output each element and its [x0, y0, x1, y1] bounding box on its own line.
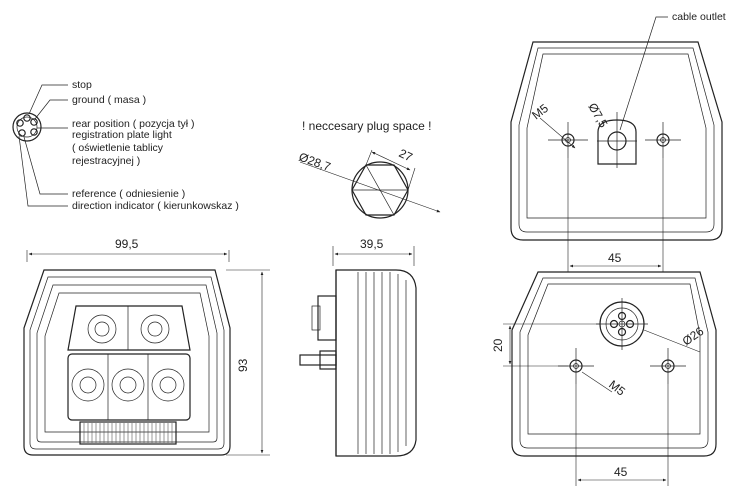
cable-outlet-label: cable outlet: [672, 11, 726, 23]
thread-label-top: M5: [529, 101, 551, 122]
pin-rear-position: [30, 128, 38, 136]
label-plate-light-pl-1: ( oświetlenie tablicy: [72, 142, 164, 154]
pin-reference: [16, 119, 24, 127]
label-rear-position: rear position ( pozycja tył ): [72, 118, 195, 130]
thread-label-bottom: M5: [606, 377, 628, 398]
outlet-diameter-label: Ø7,5: [585, 101, 610, 131]
plug-socket-circle: [12, 112, 42, 142]
pin-ground: [30, 118, 38, 126]
back-view-bottom: Ø26 20 M5 45: [491, 271, 717, 486]
label-direction: direction indicator ( kierunkowskaz ): [72, 200, 239, 212]
side-view: 39,5: [299, 237, 417, 457]
pin-direction: [18, 129, 26, 137]
front-height-dim: 93: [236, 358, 250, 372]
pinout-diagram: stop ground ( masa ) rear position ( poz…: [12, 79, 239, 212]
spacing-bottom-dim: 45: [614, 465, 628, 479]
offset-dim: 20: [491, 338, 505, 352]
label-plate-light-pl-2: rejestracyjnej ): [72, 155, 140, 167]
back-view-top: cable outlet M5 Ø7,5 45: [510, 11, 726, 272]
spacing-top-dim: 45: [608, 251, 622, 265]
plug-across-flats: 27: [397, 146, 415, 164]
front-width-dim: 99,5: [115, 237, 139, 251]
label-plate-light: registration plate light: [72, 129, 172, 141]
plug-note: ! neccesary plug space !: [302, 119, 431, 133]
label-reference: reference ( odniesienie ): [72, 188, 185, 200]
label-stop: stop: [72, 79, 92, 91]
pin-stop: [23, 114, 31, 122]
label-ground: ground ( masa ): [72, 94, 146, 106]
plug-diameter: Ø28,7: [297, 150, 333, 174]
front-view: 99,5 93: [23, 237, 270, 456]
plug-space-diagram: ! neccesary plug space ! Ø28,7 27: [297, 119, 441, 219]
side-depth-dim: 39,5: [360, 237, 384, 251]
socket-diameter-label: Ø26: [680, 324, 707, 349]
